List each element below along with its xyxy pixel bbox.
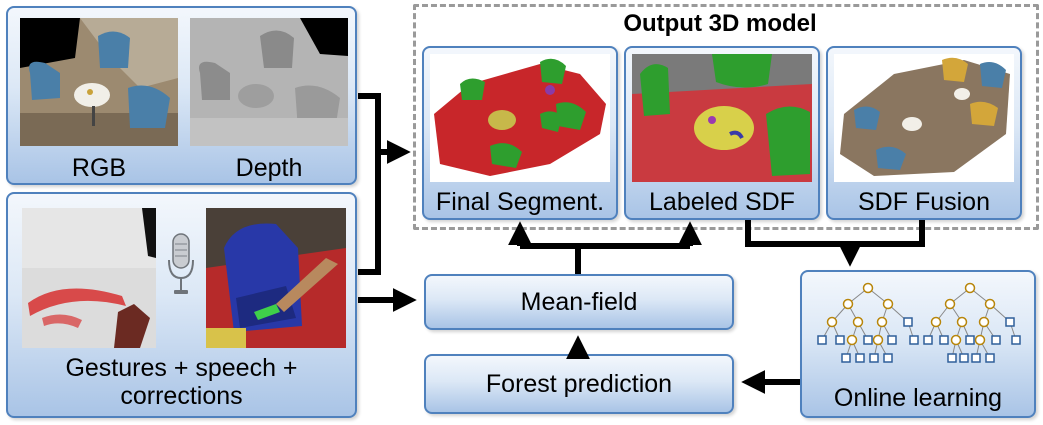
depth-image (190, 18, 348, 146)
final-segment-panel: Final Segment. (422, 46, 618, 220)
mean-field-box: Mean-field (424, 274, 734, 330)
output-3d-model-title: Output 3D model (590, 12, 850, 36)
sdf-fusion-panel: SDF Fusion (826, 46, 1022, 220)
sdf-fusion-image (834, 54, 1014, 182)
online-learning-box: Online learning (800, 270, 1036, 418)
correction-image (206, 208, 346, 348)
user-input-panel: Gestures + speech + corrections (6, 192, 357, 418)
microphone-icon (166, 232, 196, 304)
final-segment-label: Final Segment. (435, 188, 605, 216)
labeled-sdf-image (632, 54, 812, 182)
online-learning-label: Online learning (833, 384, 1003, 412)
arrow-rgbd-to-output (358, 93, 411, 164)
random-forest-trees (817, 282, 1021, 363)
rgb-image (20, 18, 178, 146)
labeled-sdf-panel: Labeled SDF (624, 46, 820, 220)
forest-prediction-box: Forest prediction (424, 354, 734, 414)
arrow-gestures-join (358, 152, 381, 275)
user-input-label-line1: Gestures + speech + (65, 354, 298, 382)
rgb-label: RGB (71, 154, 127, 182)
forest-prediction-label: Forest prediction (485, 369, 673, 398)
final-segment-image (430, 54, 610, 182)
depth-label: Depth (235, 154, 303, 182)
rgb-depth-panel: RGB Depth (6, 6, 357, 185)
gesture-image (22, 208, 156, 348)
mean-field-label: Mean-field (520, 287, 638, 316)
random-forest-image (812, 280, 1024, 380)
labeled-sdf-label: Labeled SDF (649, 188, 795, 216)
user-input-label-line2: corrections (120, 382, 243, 410)
sdf-fusion-label: SDF Fusion (858, 188, 990, 216)
output-3d-model-group (413, 4, 1039, 230)
